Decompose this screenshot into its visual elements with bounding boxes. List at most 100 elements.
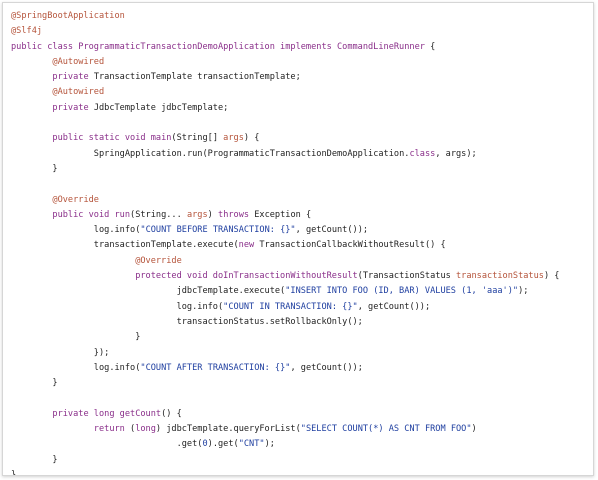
code-line: log.info("COUNT AFTER TRANSACTION: {}", … (11, 361, 589, 376)
code-indent (11, 256, 135, 266)
code-token-string: "INSERT INTO FOO (ID, BAR) VALUES (1, 'a… (285, 286, 519, 297)
code-token-plain: ); (264, 439, 275, 450)
code-token-class: ProgrammaticTransactionDemoApplication (78, 41, 275, 52)
code-token-method: run (114, 209, 131, 220)
code-token-keyword: implements (274, 41, 337, 52)
code-line: @SpringBootApplication (11, 9, 589, 24)
code-token-annotation: @SpringBootApplication (11, 11, 125, 21)
code-token-plain: ( (217, 301, 224, 312)
code-token-plain: ) jdbcTemplate.queryForList( (155, 424, 301, 435)
code-token-annotation: @Autowired (52, 56, 105, 67)
code-token-method: main (150, 133, 172, 144)
code-token-plain: JdbcTemplate jdbcTemplate; (93, 102, 229, 113)
code-indent (11, 378, 52, 388)
code-token-plain: ).get( (207, 439, 239, 450)
code-line: SpringApplication.run(ProgrammaticTransa… (11, 147, 589, 162)
code-token-plain: ) { (543, 271, 560, 282)
code-token-plain: transactionTemplate.execute( (93, 240, 239, 251)
code-line (11, 391, 589, 406)
code-line: private long getCount() { (11, 407, 589, 422)
code-indent (11, 302, 177, 312)
code-token-param: args (186, 209, 208, 220)
code-line: public static void main(String[] args) { (11, 131, 589, 146)
code-line: private JdbcTemplate jdbcTemplate; (11, 101, 589, 116)
code-indent (11, 240, 94, 250)
code-token-plain: (ProgrammaticTransactionDemoApplication. (202, 148, 410, 159)
code-indent (11, 409, 52, 419)
code-line: } (11, 468, 589, 476)
code-indent (11, 149, 94, 159)
code-token-plain: , getCount()); (295, 225, 369, 236)
code-line: protected void doInTransactionWithoutRes… (11, 269, 589, 284)
code-token-plain: ( (135, 362, 141, 373)
code-token-plain: ) { (243, 133, 260, 144)
code-indent (11, 332, 135, 342)
code-token-plain: TransactionTemplate transactionTemplate; (93, 72, 301, 83)
code-token-plain: .get( (176, 439, 203, 450)
code-token-plain: ( (130, 424, 136, 435)
code-token-plain: (TransactionStatus (357, 271, 456, 282)
code-token-number: 0 (202, 439, 208, 450)
code-token-plain: , getCount()); (357, 301, 431, 312)
code-indent (11, 439, 177, 449)
code-token-plain: } (52, 163, 58, 174)
code-token-string: "SELECT COUNT(*) AS CNT FROM FOO" (300, 424, 472, 435)
code-indent (11, 103, 52, 113)
code-line: @Autowired (11, 85, 589, 100)
code-token-plain: log. (176, 301, 198, 312)
code-token-keyword: protected void (135, 271, 213, 282)
code-indent (11, 271, 135, 281)
code-line: transactionTemplate.execute(new Transact… (11, 238, 589, 253)
code-token-plain: } (52, 378, 58, 389)
code-indent (11, 164, 52, 174)
code-token-plain: } (11, 469, 17, 476)
code-line: jdbcTemplate.execute("INSERT INTO FOO (I… (11, 284, 589, 299)
code-indent (11, 72, 52, 82)
code-token-plain: (String... (130, 209, 187, 220)
code-token-plain: , getCount()); (290, 362, 363, 373)
code-token-keyword: class (409, 148, 436, 159)
code-line: return (long) jdbcTemplate.queryForList(… (11, 422, 589, 437)
code-token-method: doInTransactionWithoutResult (212, 271, 358, 282)
code-indent (11, 57, 52, 67)
code-line (11, 177, 589, 192)
code-token-keyword: private (52, 72, 94, 83)
code-line: } (11, 162, 589, 177)
code-token-string: "CNT" (238, 439, 265, 450)
code-line: } (11, 376, 589, 391)
code-token-keyword: new (238, 240, 260, 251)
code-token-keyword: throws (218, 209, 255, 220)
code-token-plain: SpringApplication. (93, 148, 187, 159)
code-token-plain: info (114, 225, 136, 236)
code-token-plain: transactionStatus.setRollbackOnly(); (176, 316, 363, 327)
code-indent (11, 210, 52, 220)
code-token-annotation: @Override (52, 194, 99, 205)
code-token-plain: } (52, 454, 58, 465)
code-line: private TransactionTemplate transactionT… (11, 70, 589, 85)
code-token-plain: () { (161, 408, 182, 419)
code-token-string: "COUNT IN TRANSACTION: {}" (223, 301, 358, 312)
code-token-plain: info (197, 301, 218, 312)
code-indent (11, 286, 177, 296)
code-line (11, 116, 589, 131)
code-indent (11, 424, 94, 434)
code-indent (11, 195, 52, 205)
code-token-method: getCount (119, 408, 162, 419)
code-token-annotation: @Slf4j (11, 26, 43, 37)
code-line: @Slf4j (11, 24, 589, 39)
code-token-plain: ) (471, 424, 477, 435)
code-token-keyword: public static void (52, 133, 151, 144)
code-indent (11, 225, 94, 235)
code-indent (11, 348, 94, 358)
code-token-annotation: @Autowired (52, 87, 105, 98)
code-token-plain: , args); (435, 148, 477, 159)
code-token-keyword: private (52, 102, 94, 113)
code-token-plain: log. (93, 225, 115, 236)
code-indent (11, 87, 52, 97)
code-token-plain: info (114, 362, 136, 373)
code-line: } (11, 453, 589, 468)
code-token-annotation: @Override (135, 255, 182, 266)
code-token-plain: log. (93, 362, 115, 373)
